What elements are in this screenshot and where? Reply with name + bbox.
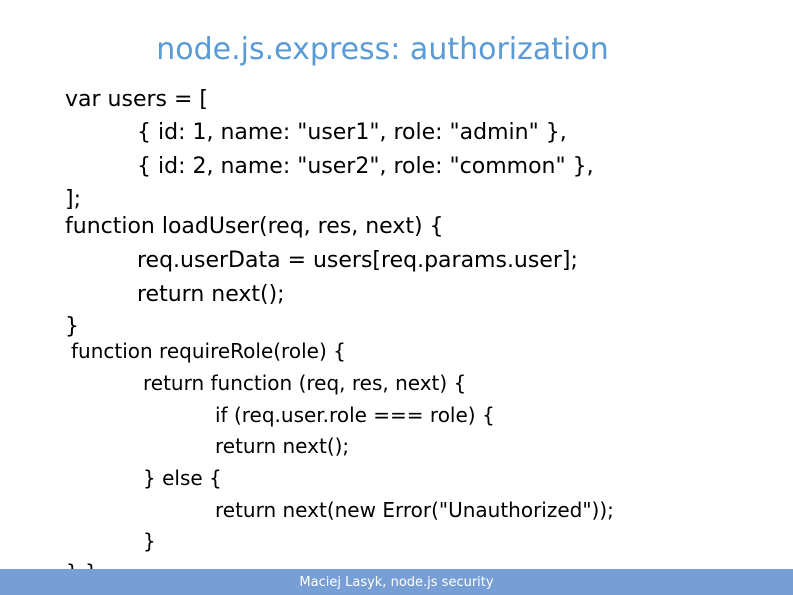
code-line: function requireRole(role) {	[71, 339, 346, 363]
code-line-clipped: } }	[0, 556, 793, 569]
code-line: return next();	[215, 434, 350, 458]
code-line: var users = [	[65, 87, 208, 112]
code-line: { id: 1, name: "user1", role: "admin" },	[137, 120, 567, 145]
code-line: function loadUser(req, res, next) {	[65, 214, 444, 239]
code-line: if (req.user.role === role) {	[215, 403, 495, 427]
footer-text: Maciej Lasyk, node.js security	[299, 575, 494, 590]
code-line: }	[65, 314, 79, 339]
slide-title: node.js.express: authorization	[156, 32, 609, 67]
code-line: } else {	[143, 466, 222, 490]
code-line: return next(new Error("Unauthorized"));	[215, 498, 614, 522]
code-line: req.userData = users[req.params.user];	[137, 248, 578, 273]
code-line: return function (req, res, next) {	[143, 371, 467, 395]
code-line: { id: 2, name: "user2", role: "common" }…	[137, 154, 594, 179]
code-line: }	[143, 529, 156, 553]
code-line: return next();	[137, 282, 285, 307]
code-line: ];	[65, 187, 81, 212]
footer-bar: Maciej Lasyk, node.js security	[0, 569, 793, 595]
code-line: } }	[66, 562, 98, 569]
